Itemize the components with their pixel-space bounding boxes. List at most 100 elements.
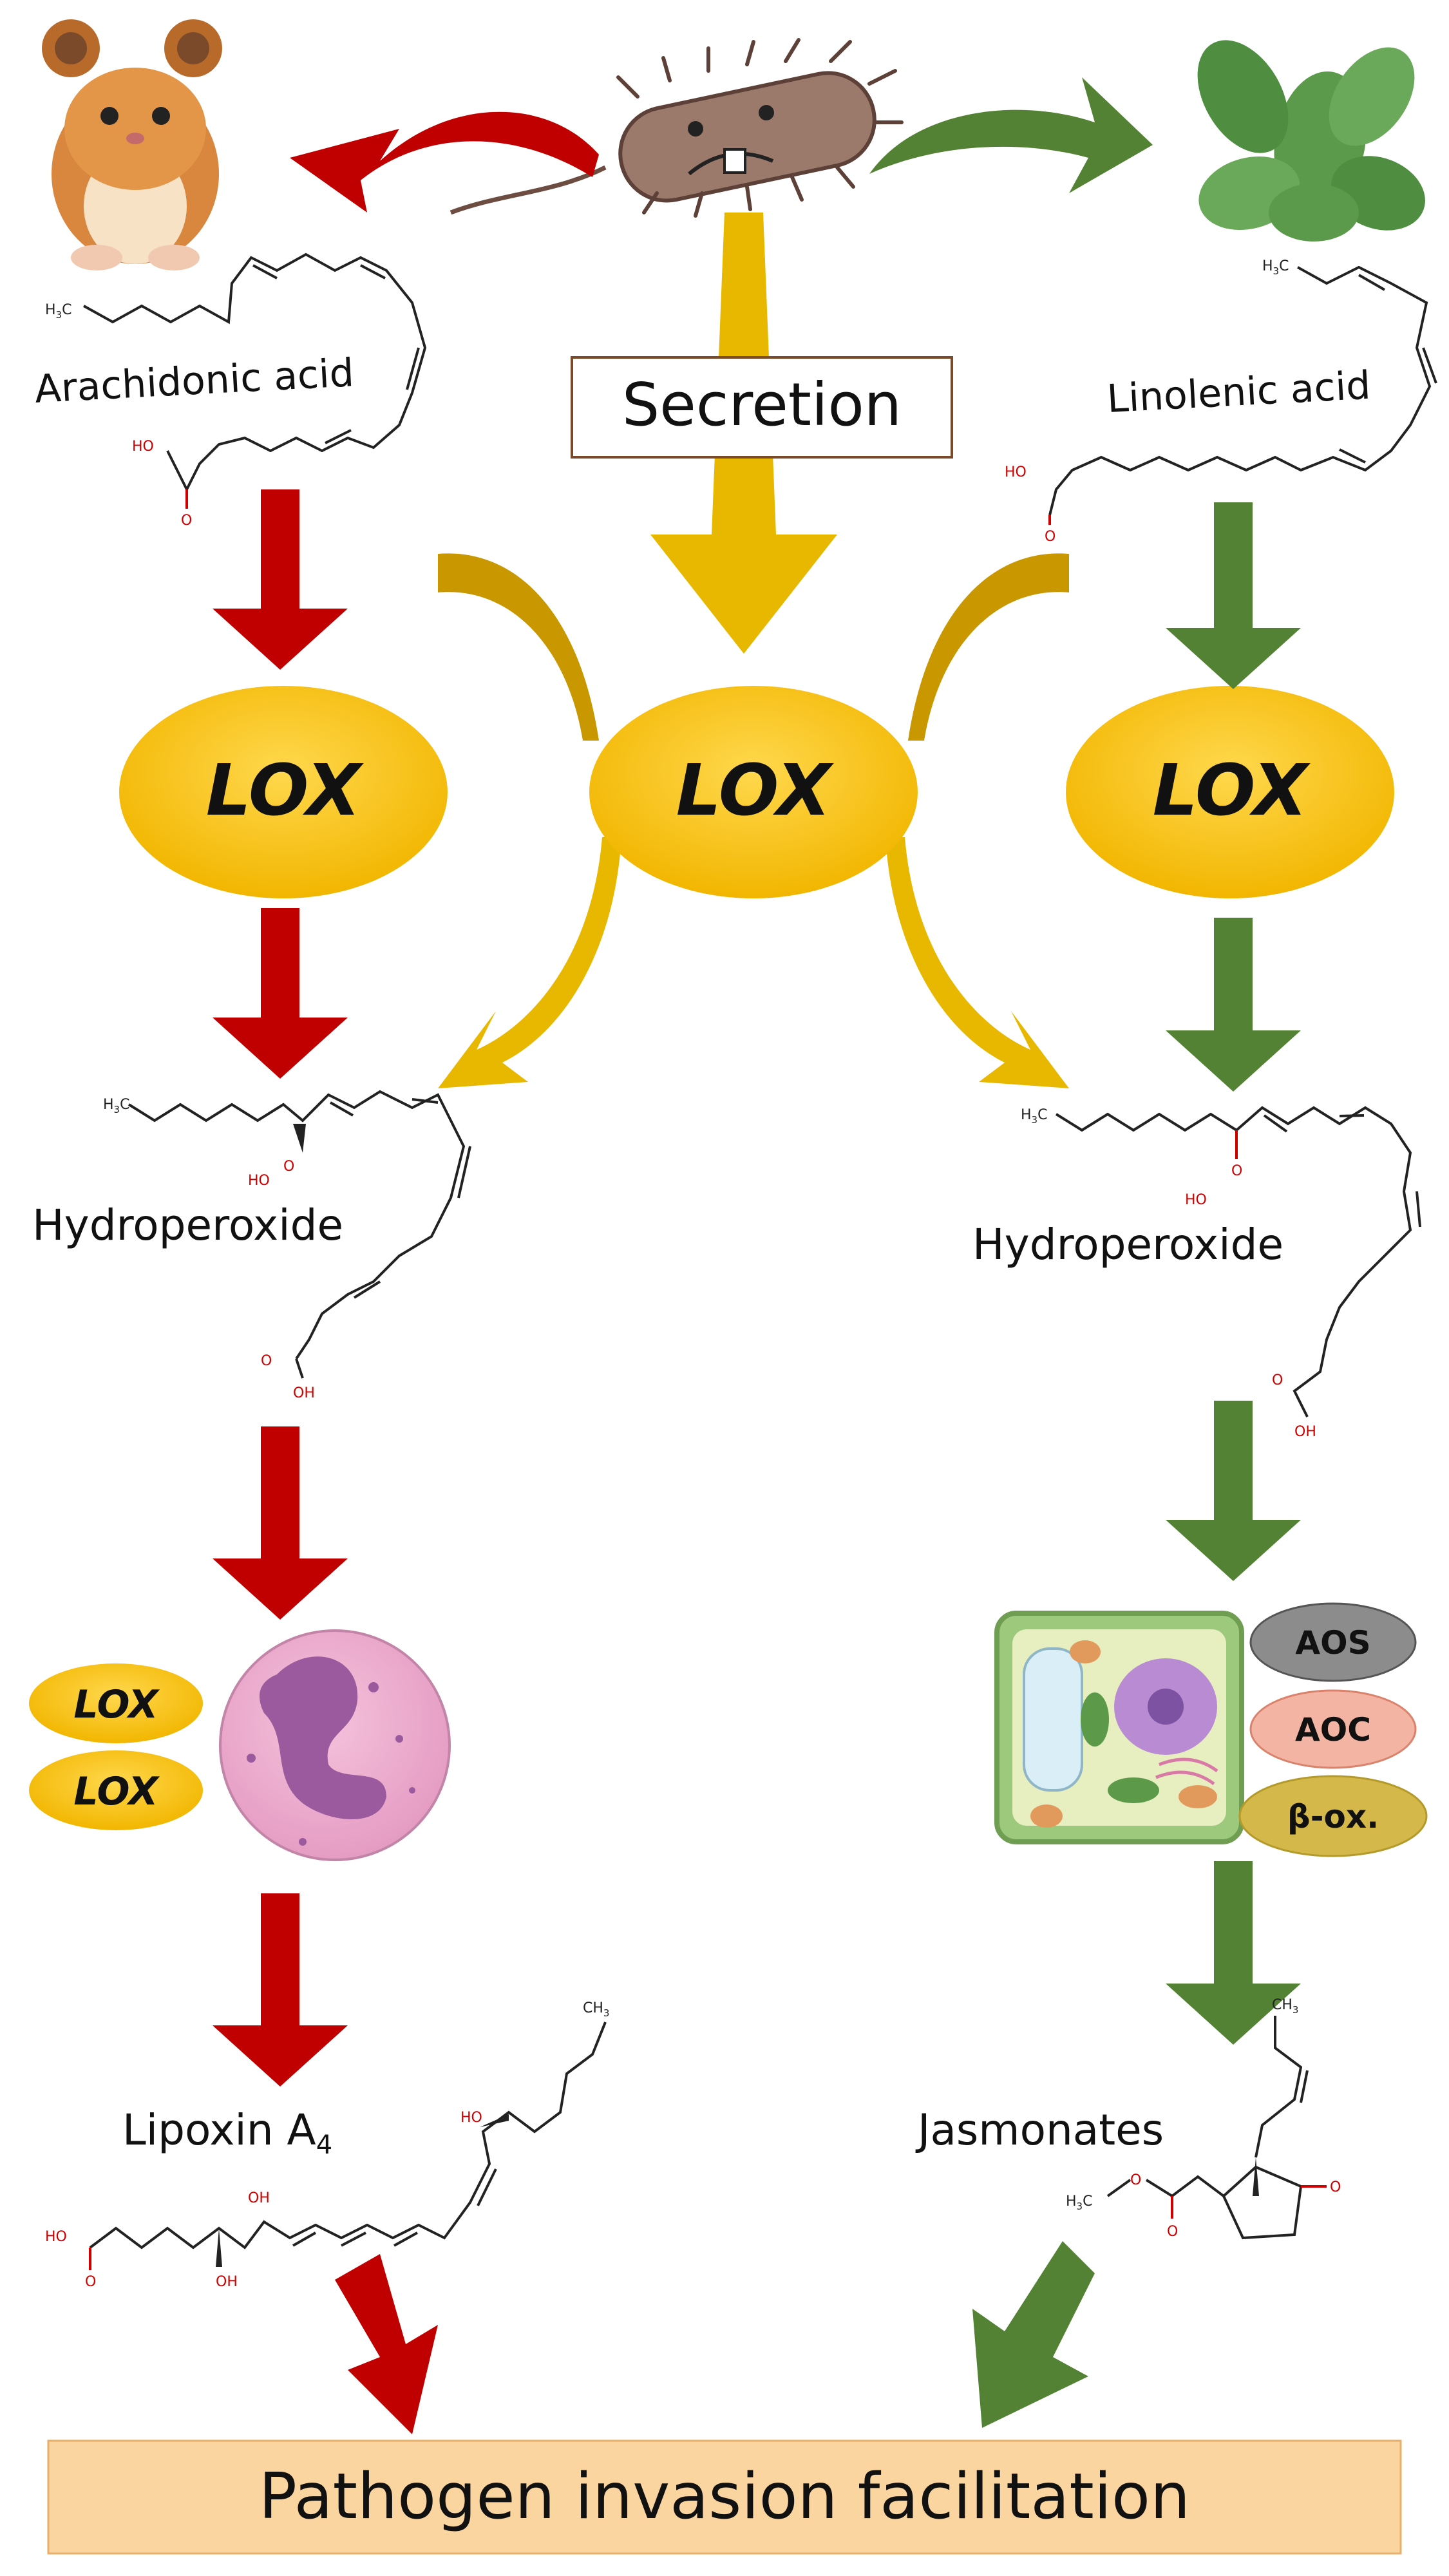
- hydroperoxide-right-ho: HO: [1185, 1192, 1207, 1208]
- aoc-enzyme: AOC: [1249, 1689, 1417, 1769]
- lipoxin-oh-upper: OH: [248, 2190, 270, 2206]
- lox-right-label: LOX: [1153, 749, 1311, 831]
- hydroperoxide-right-oh: OH: [1294, 1424, 1316, 1440]
- jasmonate-structure: O O O H3C CH3: [1066, 1997, 1341, 2240]
- linolenic-ho: HO: [1005, 464, 1027, 480]
- gold-swoosh-left-lower: [438, 837, 621, 1088]
- hydroperoxide-left-label: Hydroperoxide: [32, 1200, 343, 1250]
- hydroperoxide-right-h3c-carbon: C: [1037, 1107, 1047, 1123]
- svg-text:H3C: H3C: [45, 302, 71, 321]
- hydroperoxide-left-h3c-carbon: C: [120, 1097, 129, 1113]
- svg-text:H3C: H3C: [1066, 2193, 1092, 2212]
- linolenic-acid-structure: H3C HO O: [1005, 258, 1437, 545]
- arachidonic-ho-label: HO: [132, 439, 154, 455]
- hydroperoxide-left-oh: OH: [293, 1385, 315, 1401]
- plant-cell-icon: [994, 1611, 1244, 1844]
- bacterium-icon: [450, 38, 904, 218]
- red-arrow-3: [213, 1426, 348, 1620]
- svg-text:H3C: H3C: [1262, 258, 1289, 277]
- jasmonate-ch3: CH: [1272, 1997, 1293, 2013]
- red-arrow-4: [213, 1893, 348, 2087]
- lipoxin-ch3: CH: [583, 2000, 603, 2016]
- lox-left-enzyme: LOX: [119, 686, 448, 898]
- jasmonate-ch3-sub: 3: [1293, 2004, 1299, 2016]
- lipoxin-label-sub: 4: [316, 2130, 332, 2160]
- hydroperoxide-left-structure: H3C HO O O OH: [103, 1090, 471, 1401]
- footer-banner: Pathogen invasion facilitation: [47, 2439, 1402, 2555]
- jasmonate-keto-o: O: [1330, 2179, 1341, 2195]
- aoc-label: AOC: [1295, 1711, 1371, 1748]
- hydroperoxide-left-ooh: HO: [248, 1173, 270, 1189]
- green-arrow-4: [1166, 1861, 1301, 2045]
- jasmonate-h3c: H: [1066, 2193, 1077, 2210]
- jasmonates-label: Jasmonates: [915, 2105, 1164, 2155]
- svg-text:H3C: H3C: [1021, 1107, 1047, 1126]
- lipoxin-o-left: O: [85, 2274, 96, 2290]
- green-arrow-2: [1166, 918, 1301, 1092]
- hydroperoxide-right-o2: O: [1272, 1372, 1283, 1388]
- gold-swoosh-right-lower: [886, 837, 1069, 1088]
- lipoxin-ch3-sub: 3: [603, 2007, 610, 2019]
- hydroperoxide-left-h3c: H: [103, 1097, 114, 1113]
- footer-label: Pathogen invasion facilitation: [259, 2460, 1190, 2533]
- hydroperoxide-right-h3c-sub: 3: [1032, 1114, 1038, 1126]
- red-arrow-2: [213, 908, 348, 1079]
- secretion-box: Secretion: [571, 356, 953, 459]
- arachidonic-h3c-carbon: C: [62, 302, 71, 318]
- lox-right-enzyme: LOX: [1066, 686, 1394, 898]
- hydroperoxide-right-label: Hydroperoxide: [972, 1220, 1283, 1269]
- lox-small-label-2: LOX: [73, 1769, 160, 1814]
- beta-oxidation-enzyme: β-ox.: [1238, 1775, 1428, 1857]
- jasmonate-ether-o: O: [1130, 2172, 1141, 2188]
- arachidonic-o-label: O: [181, 513, 192, 529]
- svg-text:CH3: CH3: [583, 2000, 609, 2019]
- hamster-icon: [42, 19, 222, 270]
- lox-small-label-1: LOX: [73, 1682, 160, 1727]
- hydroperoxide-right-o: O: [1231, 1163, 1242, 1179]
- arrow-bacterium-to-hamster: [290, 111, 599, 213]
- svg-text:CH3: CH3: [1272, 1997, 1298, 2016]
- plant-icon: [1197, 40, 1425, 242]
- lipoxin-oh-lower: OH: [216, 2274, 238, 2290]
- hydroperoxide-right-structure: H3C O HO O OH: [1021, 1106, 1421, 1440]
- secretion-label: Secretion: [622, 370, 902, 439]
- arachidonic-acid-label: Arachidonic acid: [33, 350, 355, 412]
- lox-small-enzyme-1: LOX: [29, 1663, 203, 1743]
- linolenic-o: O: [1045, 529, 1056, 545]
- lipoxin-label: Lipoxin A4: [122, 2105, 332, 2160]
- linolenic-h3c-carbon: C: [1279, 258, 1289, 274]
- lipoxin-ho-left: HO: [45, 2229, 67, 2245]
- hydroperoxide-left-h3c-sub: 3: [114, 1104, 120, 1115]
- gold-swoosh-right-upper: [908, 553, 1069, 741]
- gold-swoosh-left-upper: [438, 553, 599, 741]
- lox-left-label: LOX: [206, 749, 365, 831]
- red-arrow-1: [213, 489, 348, 670]
- arachidonic-h3c-label: H: [45, 302, 56, 318]
- arrow-bacterium-to-plant: [869, 77, 1153, 193]
- lipoxin-ho-upper: HO: [460, 2110, 482, 2126]
- green-arrow-3: [1166, 1401, 1301, 1581]
- aos-label: AOS: [1295, 1624, 1370, 1662]
- beta-ox-label: β-ox.: [1287, 1798, 1379, 1835]
- green-arrow-1: [1166, 502, 1301, 689]
- linolenic-h3c: H: [1262, 258, 1273, 274]
- jasmonate-ester-o: O: [1167, 2224, 1178, 2240]
- linolenic-acid-label: Linolenic acid: [1106, 363, 1372, 422]
- arachidonic-acid-structure: H3C HO O: [45, 252, 427, 529]
- lox-center-enzyme: LOX: [589, 686, 918, 898]
- hydroperoxide-left-o2: O: [261, 1353, 272, 1369]
- lox-small-enzyme-2: LOX: [29, 1750, 203, 1830]
- lipoxin-structure: HO O OH OH HO CH3: [45, 2000, 609, 2290]
- lipoxin-label-main: Lipoxin A: [122, 2105, 316, 2155]
- jasmonate-h3c-carbon: C: [1083, 2193, 1092, 2210]
- red-arrow-to-footer: [335, 2254, 438, 2434]
- hydroperoxide-left-o: O: [283, 1159, 294, 1175]
- arachidonic-h3c-subscript: 3: [56, 309, 62, 321]
- linolenic-h3c-sub: 3: [1273, 265, 1280, 277]
- jasmonate-h3c-sub: 3: [1077, 2201, 1083, 2212]
- hydroperoxide-right-h3c: H: [1021, 1107, 1032, 1123]
- svg-text:H3C: H3C: [103, 1097, 129, 1115]
- neutrophil-icon: [219, 1629, 451, 1861]
- aos-enzyme: AOS: [1249, 1602, 1417, 1682]
